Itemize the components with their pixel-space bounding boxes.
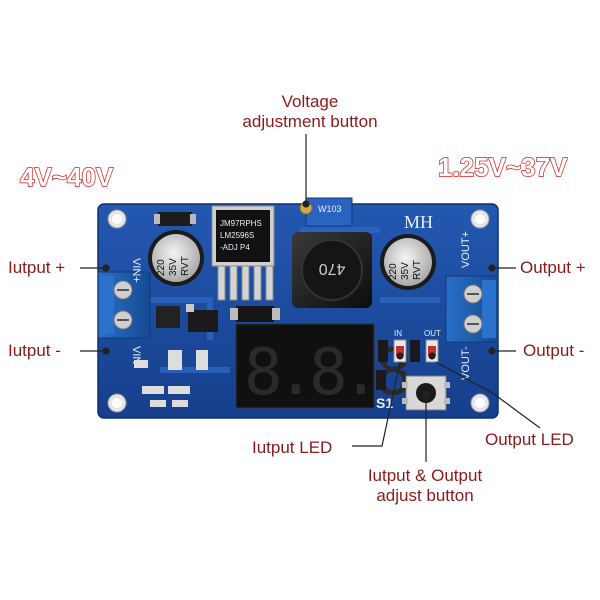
io-adjust-label: Iutput & Output adjust button bbox=[330, 466, 520, 506]
lm2596-regulator: JM97RPHS LM2596S -ADJ P4 bbox=[211, 205, 275, 301]
cap-left-line1: 220 bbox=[156, 259, 167, 276]
output-terminal-block bbox=[445, 275, 499, 343]
voltage-adjust-label: Voltage adjustment button bbox=[220, 92, 400, 132]
smd-resistor-b bbox=[410, 340, 420, 362]
input-minus-label: Iutput - bbox=[8, 341, 61, 360]
smd-diode bbox=[236, 306, 274, 322]
cap-left-line3: RVT bbox=[180, 256, 191, 276]
vout-minus-silk: VOUT- bbox=[460, 346, 472, 380]
brand-silk: MH bbox=[404, 212, 433, 232]
mounting-holes bbox=[107, 209, 490, 413]
pointer-lines bbox=[80, 134, 541, 462]
io-adjust-line2: adjust button bbox=[376, 486, 474, 505]
input-led-label: Iutput LED bbox=[252, 438, 333, 457]
cap-right-line2: 35V bbox=[400, 262, 411, 280]
smd-parts-left bbox=[134, 212, 218, 407]
output-led-label: Output LED bbox=[485, 430, 574, 449]
io-adjust-line1: Iutput & Output bbox=[367, 466, 483, 485]
inductor-label: 470 bbox=[319, 260, 346, 277]
smd-resistor-a bbox=[378, 340, 388, 362]
smd-resistor-c bbox=[376, 370, 386, 390]
input-capacitor: 220 35V RVT bbox=[148, 230, 204, 286]
input-plus-label: Iutput + bbox=[8, 258, 66, 277]
voltage-adjust-line1: Voltage bbox=[281, 92, 339, 111]
cap-right-line1: 220 bbox=[388, 263, 399, 280]
voltage-adjust-line2: adjustment button bbox=[242, 112, 378, 131]
cap-left-line2: 35V bbox=[168, 258, 179, 276]
vout-plus-silk: VOUT+ bbox=[460, 231, 472, 268]
regulator-line1: JM97RPHS bbox=[220, 219, 262, 228]
vin-plus-silk: VIN+ bbox=[130, 258, 142, 283]
output-plus-label: Output + bbox=[520, 258, 586, 277]
input-terminal-block bbox=[97, 271, 151, 339]
pot-silk: W103 bbox=[318, 204, 342, 214]
input-range-label: 4V~40V bbox=[19, 161, 114, 192]
output-range-label: 1.25V~37V bbox=[437, 151, 568, 182]
output-minus-label: Output - bbox=[523, 341, 585, 360]
out-silk: OUT bbox=[424, 329, 441, 338]
regulator-line3: -ADJ P4 bbox=[220, 243, 250, 252]
in-silk: IN bbox=[394, 329, 402, 338]
output-capacitor: 220 35V RVT bbox=[380, 234, 436, 290]
regulator-line2: LM2596S bbox=[220, 231, 254, 240]
cap-right-line3: RVT bbox=[412, 260, 423, 280]
s1-silk: S1 bbox=[376, 395, 393, 411]
inductor: 470 bbox=[292, 232, 372, 308]
